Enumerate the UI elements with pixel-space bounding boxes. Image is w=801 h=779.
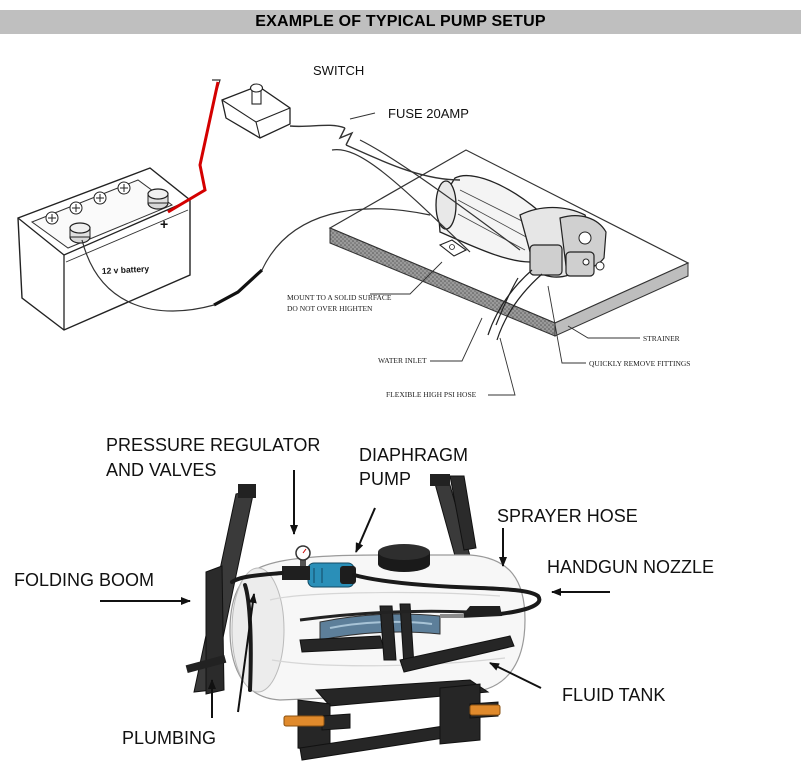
pressure-regulator-label-1: PRESSURE REGULATOR bbox=[106, 435, 320, 455]
pressure-regulator-label-2: AND VALVES bbox=[106, 460, 216, 480]
switch-body bbox=[222, 84, 290, 138]
diaphragm-pump bbox=[308, 563, 356, 587]
fluid-tank-label: FLUID TANK bbox=[562, 685, 665, 705]
mount-label-line2: DO NOT OVER HIGHTEN bbox=[287, 304, 373, 313]
switch-label: SWITCH bbox=[313, 63, 364, 78]
fuse-label: FUSE 20AMP bbox=[388, 106, 469, 121]
diaphragm-pump-label-1: DIAPHRAGM bbox=[359, 445, 468, 465]
water-inlet-label: WATER INLET bbox=[378, 356, 427, 365]
handgun-nozzle-label: HANDGUN NOZZLE bbox=[547, 557, 714, 577]
quick-fittings-label: QUICKLY REMOVE FITTINGS bbox=[589, 359, 690, 368]
mount-label-line1: MOUNT TO A SOLID SURFACE bbox=[287, 293, 392, 302]
strainer-label: STRAINER bbox=[643, 334, 680, 343]
plumbing-label: PLUMBING bbox=[122, 728, 216, 748]
fluid-tank bbox=[230, 544, 525, 700]
axle-left bbox=[284, 716, 324, 726]
axle-right bbox=[470, 705, 500, 715]
sprayer-diagram: PRESSURE REGULATOR AND VALVES DIAPHRAGM … bbox=[14, 435, 714, 760]
wiring-diagram: + 12 v battery bbox=[18, 63, 690, 399]
flexible-hose-label: FLEXIBLE HIGH PSI HOSE bbox=[386, 390, 477, 399]
folding-boom-label: FOLDING BOOM bbox=[14, 570, 154, 590]
diaphragm-pump-label-2: PUMP bbox=[359, 469, 411, 489]
battery: + 12 v battery bbox=[18, 168, 190, 330]
sprayer-hose-label: SPRAYER HOSE bbox=[497, 506, 638, 526]
plus-sign: + bbox=[160, 216, 168, 232]
